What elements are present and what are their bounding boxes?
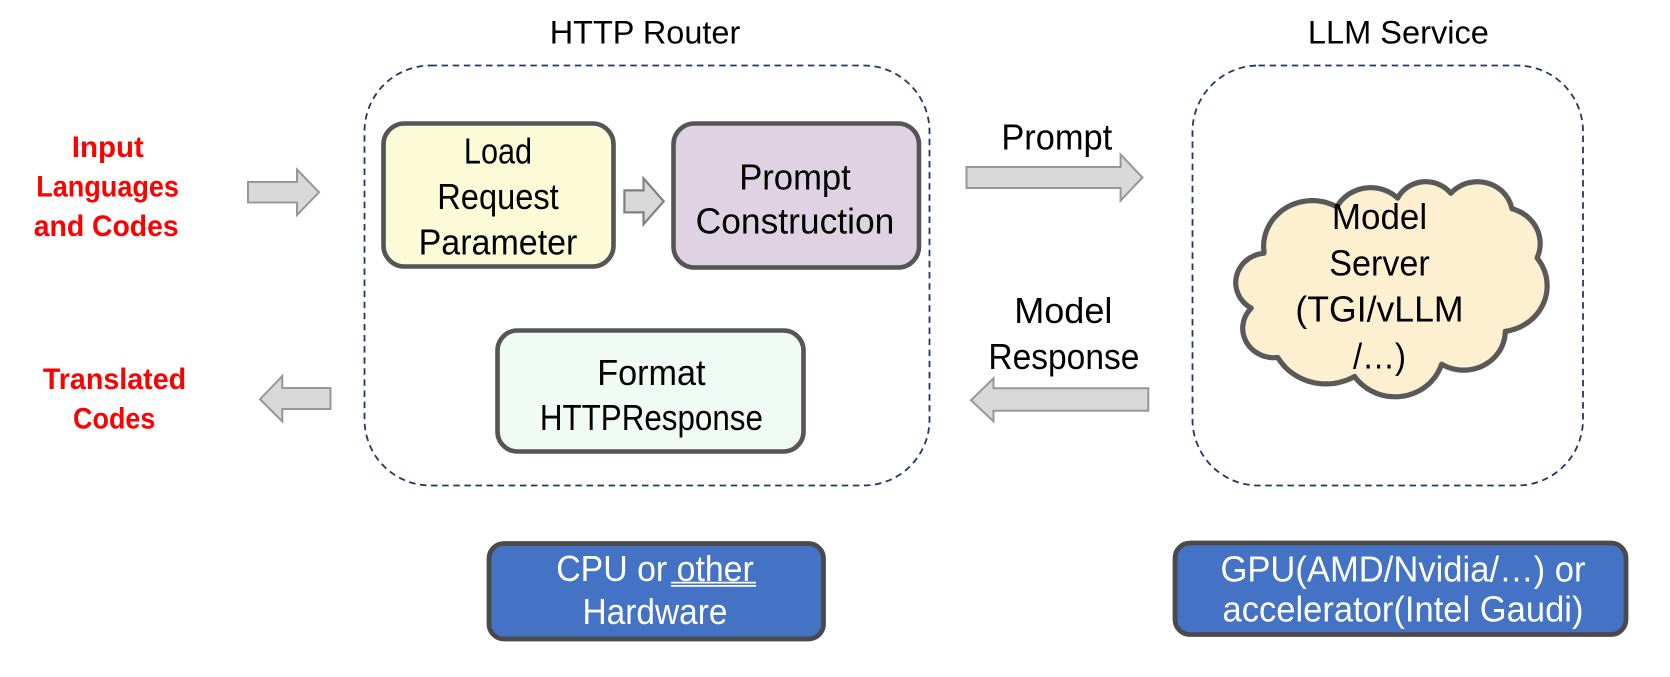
svg-text:Translated: Translated [43,363,186,396]
svg-text:Prompt: Prompt [739,156,851,197]
svg-text:Parameter: Parameter [419,221,578,262]
svg-text:Prompt: Prompt [1001,117,1112,158]
svg-text:GPU(AMD/Nvidia/…) or: GPU(AMD/Nvidia/…) or [1220,548,1585,589]
svg-text:Model: Model [1014,290,1112,331]
svg-text:Input: Input [72,131,144,164]
svg-text:HTTPResponse: HTTPResponse [540,397,763,438]
svg-text:Hardware: Hardware [583,591,728,632]
svg-text:Server: Server [1329,242,1430,283]
svg-text:Request: Request [437,176,559,217]
svg-text:Model: Model [1332,196,1427,237]
svg-text:HTTP Router: HTTP Router [550,15,741,51]
svg-text:LLM Service: LLM Service [1308,15,1489,51]
svg-text:Languages: Languages [36,170,179,203]
svg-text:/…): /…) [1353,336,1406,377]
svg-text:accelerator(Intel Gaudi): accelerator(Intel Gaudi) [1223,588,1584,629]
svg-text:Format: Format [597,352,705,393]
svg-text:Codes: Codes [73,403,155,436]
svg-text:Response: Response [988,336,1139,377]
svg-text:CPU or other: CPU or other [556,548,754,589]
svg-text:Load: Load [464,131,532,172]
svg-text:(TGI/vLLM: (TGI/vLLM [1295,289,1463,330]
svg-text:and Codes: and Codes [34,210,179,243]
svg-text:Construction: Construction [696,200,895,241]
